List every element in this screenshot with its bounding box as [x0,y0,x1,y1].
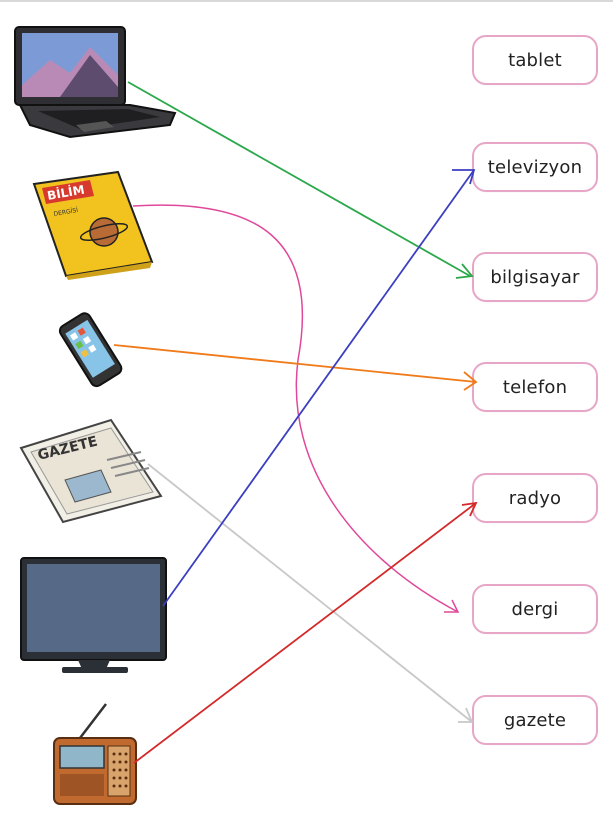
arrow-dergi [444,599,460,613]
word-label: gazete [503,709,567,731]
arrow-bilgisayar [455,263,474,279]
line-phone-telefon [113,344,477,383]
word-label: telefon [502,376,568,398]
word-label: televizyon [487,156,583,178]
word-label: bilgisayar [490,266,580,288]
line-newspaper-gazete [147,463,473,723]
magazine-subtitle: DERGİSİ [53,207,79,218]
laptop-icon[interactable] [10,25,180,140]
word-box-gazete[interactable]: gazete [472,695,598,745]
word-box-televizyon[interactable]: televizyon [472,142,598,192]
word-box-telefon[interactable]: telefon [472,362,598,412]
word-label: radyo [508,487,562,509]
arrow-radyo [461,501,478,517]
arrow-gazete [458,707,474,723]
phone-icon[interactable] [52,310,132,390]
word-box-tablet[interactable]: tablet [472,35,598,85]
word-label: dergi [511,598,559,620]
line-laptop-bilgisayar [127,81,471,277]
word-box-radyo[interactable]: radyo [472,473,598,523]
line-radio-radyo [133,502,477,764]
word-label: tablet [508,49,562,71]
line-tv-televizyon [162,169,475,607]
newspaper-icon[interactable]: GAZETE [15,418,165,526]
magazine-icon[interactable]: BİLİM DERGİSİ [32,170,154,280]
arrow-televizyon [452,169,476,185]
word-box-dergi[interactable]: dergi [472,584,598,634]
arrow-telefon [463,371,478,391]
magazine-title: BİLİM [46,182,86,203]
word-box-bilgisayar[interactable]: bilgisayar [472,252,598,302]
tv-icon[interactable] [18,555,170,677]
radio-icon[interactable] [48,700,140,808]
top-divider [0,0,613,2]
line-magazine-dergi [132,204,459,613]
